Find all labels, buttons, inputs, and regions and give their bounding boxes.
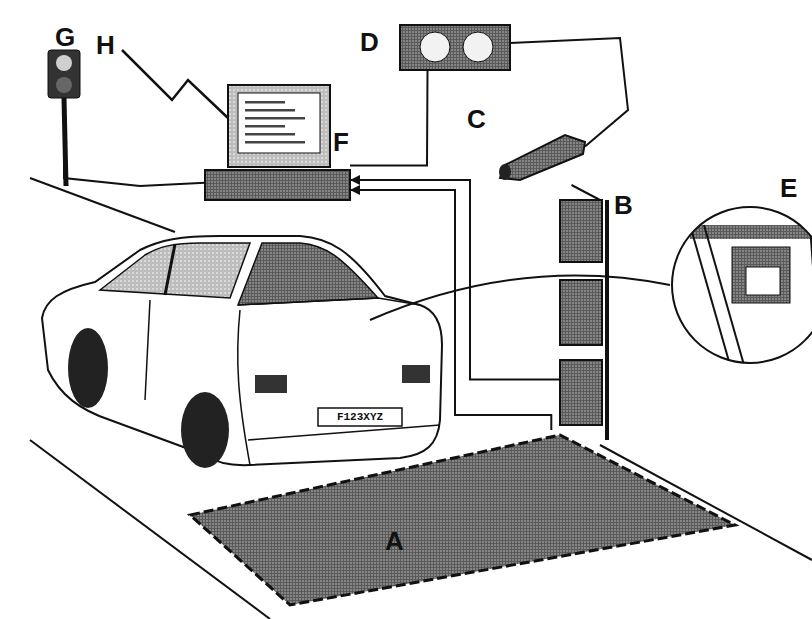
display-housing [400, 25, 510, 70]
signal-wire [350, 190, 551, 430]
signal-wire [350, 180, 560, 379]
camera: C [495, 130, 585, 185]
part-letter: H [96, 32, 115, 58]
car-door-line [145, 300, 150, 400]
traffic-light-pole [64, 98, 66, 186]
signal-housing [48, 50, 80, 98]
car-pillar [165, 244, 175, 295]
screen-line [245, 125, 285, 128]
detector-loop: A [185, 430, 740, 610]
tail-light [255, 375, 287, 393]
tag-inset: E [670, 205, 812, 365]
display-lamp [463, 32, 493, 62]
car-rear-corner [238, 310, 250, 465]
callout-letter: D [360, 29, 379, 55]
car-body [42, 236, 442, 465]
plate-number: F123XYZ [318, 408, 402, 426]
signal-lamp [56, 55, 72, 71]
radio-link-bolt [122, 50, 228, 118]
number-plate [318, 408, 402, 426]
antenna-panel [560, 280, 602, 345]
tag [746, 267, 780, 295]
node-shape [185, 430, 740, 610]
node-shape [48, 50, 80, 98]
signal-wire [64, 98, 205, 186]
loop-area [190, 435, 735, 605]
mast-pole [605, 200, 609, 440]
antenna-mast: B [560, 200, 610, 430]
inset-content [690, 225, 812, 365]
windscreen-edge [810, 225, 812, 365]
car [42, 236, 442, 468]
car-side-window [100, 243, 250, 298]
signal-wire [350, 70, 428, 166]
computer-base [205, 170, 350, 200]
monitor-screen [238, 93, 320, 153]
signal-lamp [56, 77, 72, 93]
camera-lens [499, 164, 511, 180]
inset-leader-line [370, 276, 670, 320]
screen-line [245, 133, 295, 136]
road-edge [30, 178, 175, 232]
screen-line [245, 101, 285, 104]
node-shape [205, 85, 350, 200]
traffic-light: G [48, 50, 80, 98]
computer: F [205, 85, 350, 200]
node-shape [400, 25, 510, 70]
car-trunk-line [238, 298, 420, 305]
node-shape [495, 130, 585, 185]
screen-line [245, 109, 295, 112]
callout-letter: E [780, 175, 797, 201]
tag-holder [732, 247, 790, 303]
screen-line [245, 117, 305, 120]
screen-line [245, 141, 305, 144]
node-shape [560, 200, 610, 430]
display-lamp [420, 32, 450, 62]
car-wheel [68, 328, 108, 408]
antenna-panel [560, 360, 602, 425]
tail-light [402, 365, 430, 383]
inset-border [672, 207, 812, 363]
monitor-case [228, 85, 330, 167]
signal-wire [572, 185, 601, 200]
callout-letter: B [614, 192, 633, 218]
signal-wire [510, 38, 628, 147]
antenna-panel [560, 200, 602, 262]
car-rear-window [238, 243, 378, 305]
node-shape [670, 205, 812, 365]
callout-letter: F [333, 129, 349, 155]
car-bumper [248, 425, 440, 440]
camera-body [500, 135, 585, 180]
callout-letter: G [55, 24, 75, 50]
callout-letter: C [467, 106, 486, 132]
callout-letter: A [385, 528, 404, 554]
road-edges [30, 178, 812, 619]
display-panel: D [400, 25, 510, 70]
car-wheel [181, 392, 229, 468]
